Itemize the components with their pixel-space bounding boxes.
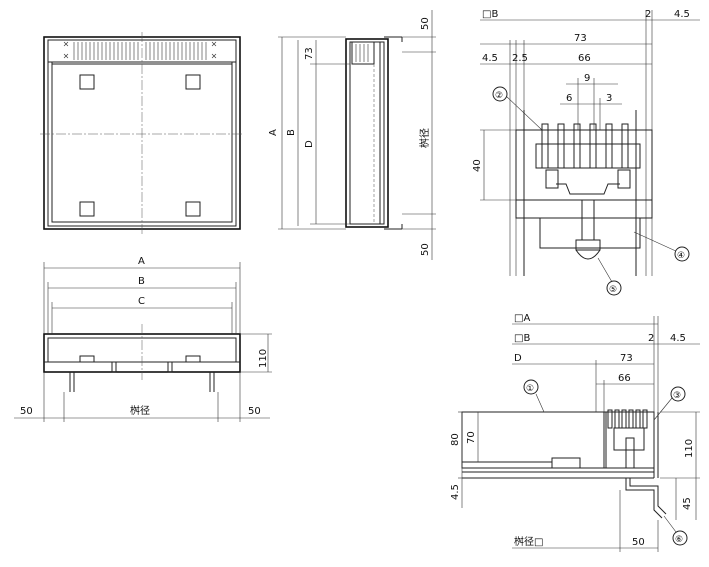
label-D-bottom: D	[514, 353, 522, 364]
label-50-side-bottom: 50	[420, 243, 431, 256]
fin	[573, 123, 581, 169]
label-3-top: 3	[606, 93, 612, 104]
plan-view	[40, 32, 244, 234]
label-45-bottom: 45	[682, 497, 693, 510]
label-70-bottom: 70	[466, 431, 477, 444]
label-B-front: B	[138, 276, 145, 287]
fin	[621, 409, 627, 429]
label-73-bottom: 73	[620, 353, 633, 364]
label-66-top: 66	[578, 53, 591, 64]
label-4.5-bottom-right: 4.5	[670, 333, 686, 344]
detail-section-top	[480, 10, 700, 296]
callout-3: ③	[673, 391, 681, 401]
fin	[541, 123, 549, 169]
label-sqA-bottom: □A	[514, 313, 530, 324]
callout-6: ⑥	[675, 535, 683, 545]
callout-5: ⑤	[609, 285, 617, 295]
label-2-top: 2	[645, 9, 651, 20]
callout-4: ④	[677, 251, 685, 261]
label-D-side: D	[304, 140, 315, 148]
label-sqB-bottom: □B	[514, 333, 530, 344]
label-4.5-top-left: 4.5	[482, 53, 498, 64]
fin	[642, 409, 648, 429]
front-view	[14, 262, 272, 422]
label-4.5-bottom-left: 4.5	[450, 484, 461, 500]
label-50-side-top: 50	[420, 17, 431, 30]
side-view	[278, 10, 436, 260]
label-2-bottom: 2	[648, 333, 654, 344]
label-80-bottom: 80	[450, 433, 461, 446]
label-A-side: A	[268, 129, 279, 136]
fin	[635, 409, 641, 429]
callout-1: ①	[526, 384, 534, 394]
label-50-bottom: 50	[632, 537, 645, 548]
label-9-top: 9	[584, 73, 590, 84]
label-110-bottom: 110	[684, 439, 695, 458]
label-A-front: A	[138, 256, 145, 267]
label-6-top: 6	[566, 93, 572, 104]
callout-2: ②	[495, 91, 503, 101]
label-C-front: C	[138, 296, 145, 307]
label-size-side: 桝径	[418, 128, 431, 148]
label-50-front-left: 50	[20, 406, 33, 417]
label-73-top: 73	[574, 33, 587, 44]
label-50-front-right: 50	[248, 406, 261, 417]
label-110-front: 110	[258, 349, 269, 368]
label-66-bottom: 66	[618, 373, 631, 384]
fin	[607, 409, 613, 429]
label-B-side: B	[286, 129, 297, 136]
fin	[605, 123, 613, 169]
label-size-front: 桝径	[130, 404, 150, 417]
label-sqB-top: □B	[482, 9, 498, 20]
fin	[621, 123, 629, 169]
detail-section-bottom	[458, 316, 700, 552]
label-4.5-top-right: 4.5	[674, 9, 690, 20]
label-40-top: 40	[472, 159, 483, 172]
fin	[614, 409, 620, 429]
label-73-side: 73	[304, 47, 315, 60]
fin	[589, 123, 597, 169]
label-size-sq-bottom: 桝径□	[514, 535, 543, 548]
label-2.5-top: 2.5	[512, 53, 528, 64]
fin	[628, 409, 634, 429]
fin	[557, 123, 565, 169]
